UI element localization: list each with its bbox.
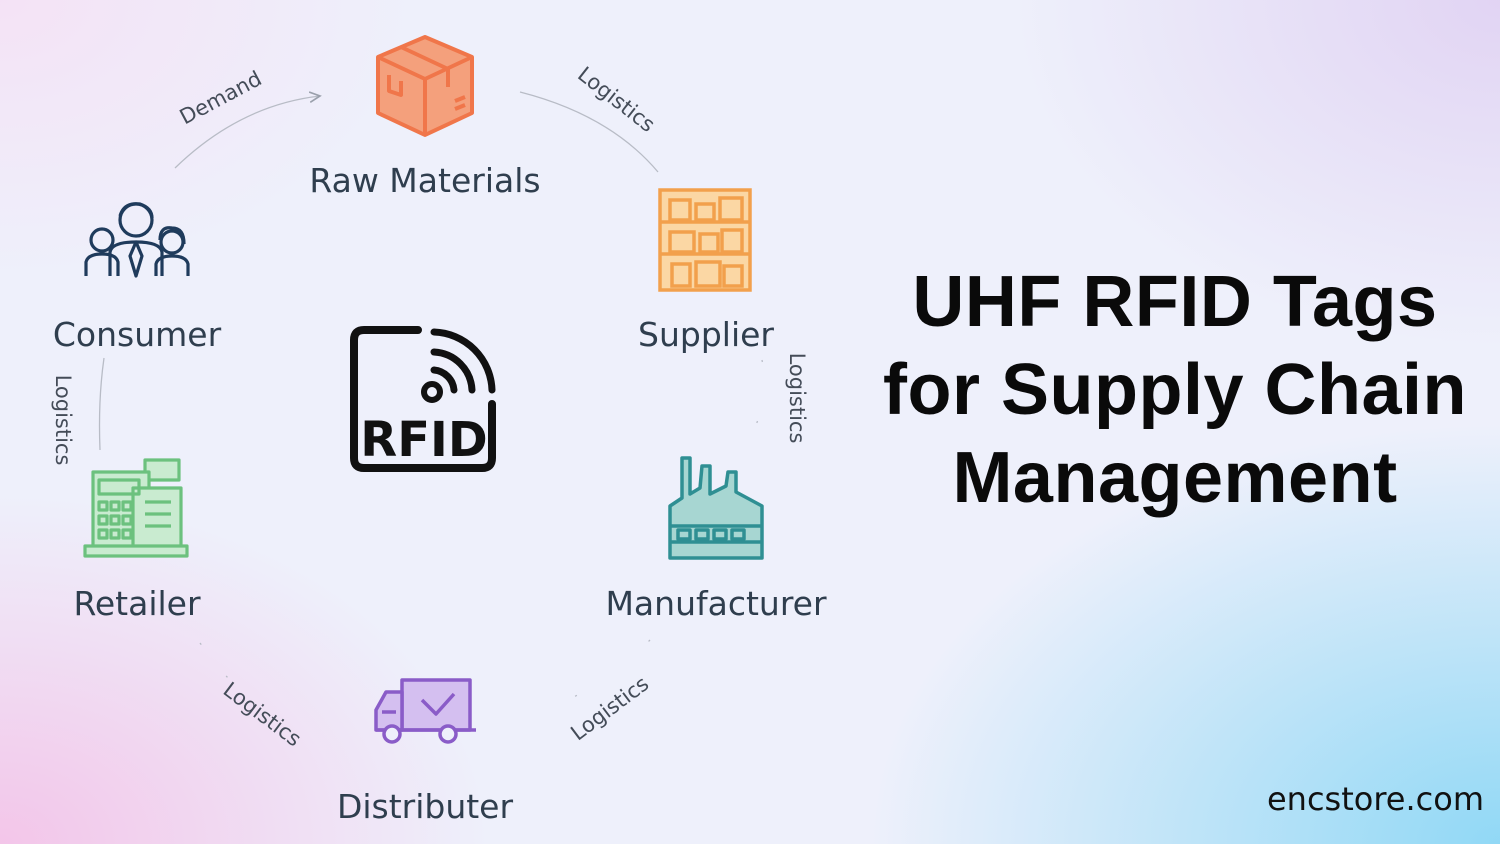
page-title-line-1: UHF RFID Tags xyxy=(912,262,1438,342)
page-title: UHF RFID Tags for Supply Chain Managemen… xyxy=(860,258,1490,522)
arc-distributer-to-retailer xyxy=(199,642,231,681)
rfid-icon-label: RFID xyxy=(360,412,487,468)
cash-register-icon xyxy=(83,458,189,558)
website-link[interactable]: encstore.com xyxy=(1266,780,1484,818)
edge-label-logistics-supplier-manufacturer: Logistics xyxy=(785,353,809,444)
node-label-manufacturer: Manufacturer xyxy=(605,584,827,623)
node-label-consumer: Consumer xyxy=(53,315,222,354)
edge-label-logistics-distributer-retailer: Logistics xyxy=(219,677,306,751)
warehouse-shelves-icon xyxy=(658,188,752,292)
node-label-distributer: Distributer xyxy=(337,787,514,826)
node-label-supplier: Supplier xyxy=(638,315,774,354)
factory-icon xyxy=(668,456,764,560)
people-group-icon xyxy=(84,202,190,278)
package-box-icon xyxy=(376,35,474,137)
arc-retailer-to-consumer xyxy=(98,357,105,451)
arc-demand xyxy=(174,96,320,169)
edge-label-demand: Demand xyxy=(176,66,266,129)
rfid-tag-icon: RFID xyxy=(350,326,496,472)
node-label-retailer: Retailer xyxy=(73,584,201,623)
node-label-raw-materials: Raw Materials xyxy=(309,161,540,200)
flow-arcs xyxy=(98,91,765,721)
edge-label-logistics-manufacturer-distributer: Logistics xyxy=(566,671,653,745)
arc-supplier-to-manufacturer xyxy=(749,359,765,439)
page-title-line-2: for Supply Chain xyxy=(883,350,1467,430)
arc-raw-to-supplier xyxy=(519,91,659,173)
page-title-line-3: Management xyxy=(952,438,1398,518)
edge-label-logistics-retailer-consumer: Logistics xyxy=(51,375,75,466)
edge-label-logistics-raw-supplier: Logistics xyxy=(573,62,659,137)
delivery-truck-icon xyxy=(374,678,476,744)
